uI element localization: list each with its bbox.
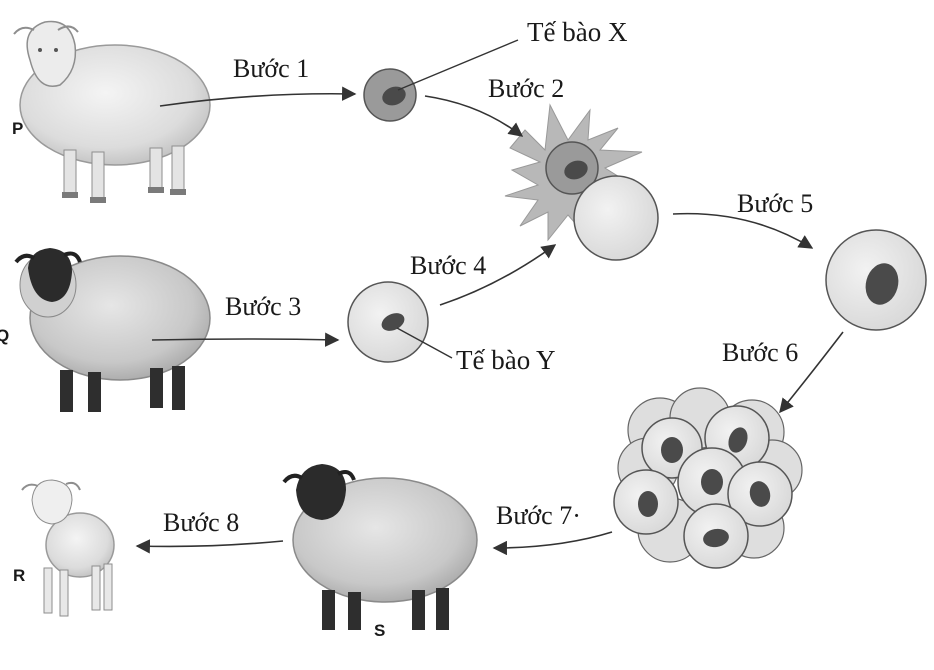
sheep-p-label: P xyxy=(12,119,23,138)
lamb-r-illustration xyxy=(21,479,115,617)
step6-label: Bước 6 xyxy=(722,338,798,367)
zygote-cell xyxy=(825,229,927,331)
sheep-s-label: S xyxy=(374,621,385,640)
arrow-step2 xyxy=(424,95,524,137)
step7-label: Bước 7· xyxy=(496,501,581,530)
lamb-r-label: R xyxy=(13,566,25,585)
step5-label: Bước 5 xyxy=(737,189,813,218)
sheep-p-illustration xyxy=(13,20,211,203)
cell-y xyxy=(347,281,429,363)
sheep-s-illustration xyxy=(282,464,478,630)
sheep-q-illustration xyxy=(14,248,211,412)
cell-y-label: Tế bào Y xyxy=(456,345,555,375)
sheep-q-label: Q xyxy=(0,326,9,345)
arrow-step3 xyxy=(151,332,340,347)
step2-label: Bước 2 xyxy=(488,74,564,103)
arrow-step8 xyxy=(135,539,284,554)
cell-x-label: Tế bào X xyxy=(527,17,628,47)
step3-label: Bước 3 xyxy=(225,292,301,321)
arrow-step4 xyxy=(439,244,557,306)
step8-label: Bước 8 xyxy=(163,508,239,537)
cell-x-leader xyxy=(397,39,519,91)
step4-label: Bước 4 xyxy=(410,251,486,280)
arrow-step6 xyxy=(779,331,844,414)
embryo-cluster xyxy=(613,387,803,569)
arrow-step5 xyxy=(672,212,814,249)
fused-cells xyxy=(504,103,659,261)
cell-x xyxy=(363,68,417,122)
step1-label: Bước 1 xyxy=(233,54,309,83)
arrow-step7 xyxy=(492,531,613,556)
cell-y-leader xyxy=(396,327,453,359)
arrow-step1 xyxy=(159,86,357,107)
